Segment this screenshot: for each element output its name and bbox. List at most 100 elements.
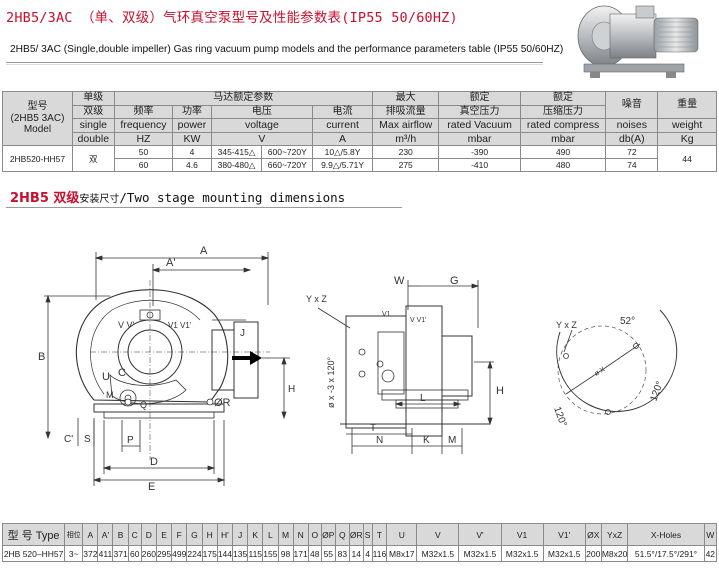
dim-m-side-label: M [448,435,456,446]
cell-a-prime: 411 [97,545,114,562]
col-b: B [112,523,129,546]
vacuum-cell: -390 [438,145,521,159]
dim-d-label: D [150,456,158,468]
cell-x: 200 [584,545,602,562]
label-m: M [106,390,114,400]
header-weight-cn: 重量 [657,91,717,119]
section-title-cn: 安装尺寸 [79,194,120,205]
label-p: P [127,435,134,446]
dim-e-label: E [148,481,155,493]
dim-a-prime-label: A' [166,257,175,269]
mounting-drawing: A A' B J [38,245,678,493]
title-divider-shadow [6,64,543,65]
label-yxz-flange: Y x Z [556,320,577,330]
dim-t-label: T [370,423,376,434]
weight-cell: 44 [657,145,717,172]
cell-o: 48 [307,545,322,562]
header-rated-2: 额定 [519,91,607,106]
unit-dba: db(A) [605,131,659,146]
front-view: A A' B J [38,245,295,493]
header-voltage: voltage [210,118,314,133]
side-view: W G Y x Z V1 V V1' ø x -3 x 120° L H T [306,275,504,454]
col-u: U [386,523,418,546]
header-current: current [312,118,373,133]
voltage-delta-cell: 345-415△ [210,145,263,159]
dims-header-row: 型 号 Type 相位 A A' B C D E F G H H' J K L … [1,523,718,546]
dim-k-label: K [423,435,430,446]
label-c: C [118,367,126,379]
col-x: ØX [584,523,602,546]
label-s: S [84,434,91,445]
dim-g-label: G [450,275,459,287]
col-s: S [362,523,373,546]
col-g: G [186,523,203,546]
cell-g: 224 [186,545,203,562]
label-angle-120-left: 120° [551,405,568,428]
title-en: 2HB5/ 3AC (Single,double impeller) Gas r… [10,44,564,55]
cell-k: 115 [247,545,264,562]
col-v: V [416,523,460,546]
header-noise-cn: 噪音 [605,91,659,119]
cell-q: 83 [334,545,350,562]
compress-cell: 480 [519,158,607,172]
cell-a: 372 [82,545,99,562]
header-power: power [172,118,212,133]
col-v-prime: V' [458,523,502,546]
col-e: E [155,523,173,546]
col-p: ØP [320,523,336,546]
col-w: W [703,523,718,546]
model-cell: 2HB520-HH57 [2,145,73,172]
perf-header-row-3: single frequency power voltage current M… [3,118,717,133]
header-motor-rated: 马达额定参数 [113,91,373,106]
header-power-cn: 功率 [172,104,212,119]
col-n: N [292,523,309,546]
noise-cell: 74 [605,158,659,172]
freq-cell: 50 [113,145,174,159]
performance-table: 型号 (2HB5 3AC) Model 单级 马达额定参数 最大 额定 额定 噪… [2,91,717,172]
perf-header-row-1: 型号 (2HB5 3AC) Model 单级 马达额定参数 最大 额定 额定 噪… [2,91,717,146]
airflow-cell: 230 [371,145,440,159]
label-angle-52: 52° [620,316,635,327]
label-q: Q [140,400,147,410]
col-q: Q [334,523,350,546]
voltage-y-cell: 660~720Y [261,158,314,172]
unit-kg: Kg [657,131,717,146]
table-row: 60 4.6 380-480△ 660~720Y 9.9△/5.71Y 275 … [3,158,717,172]
header-max-airflow: Max airflow [371,118,440,133]
label-v1-side: V1 [382,311,391,318]
header-double-stage-cn: 双级 [71,104,115,119]
unit-a: A [312,131,373,146]
unit-v: V [210,131,314,146]
header-rated-compress: rated compress [519,118,607,133]
airflow-cell: 275 [371,158,440,172]
header-frequency: frequency [113,118,174,133]
freq-cell: 60 [113,158,174,172]
cell-type: 2HB 520–HH57 [1,545,66,562]
power-cell: 4.6 [172,158,212,172]
label-r: ØR [214,397,231,409]
header-airflow-cn: 排吸流量 [371,104,440,119]
table-row: 2HB520-HH57 双 50 4 345-415△ 600~720Y 10△… [2,145,717,172]
model-header-cell: 型号 (2HB5 3AC) Model [2,91,73,146]
section-divider [6,207,402,208]
col-phase: 相位 [64,523,84,546]
current-cell: 10△/5.8Y [312,145,373,159]
label-x-dia: ø X [594,366,607,378]
vacuum-cell: -410 [438,158,521,172]
dim-l-label: L [420,393,426,404]
col-v1: V1 [500,523,544,546]
cell-b: 371 [112,545,129,562]
cell-l: 155 [262,545,279,562]
flange-detail: Y x Z 52° 120° 120° ø X [551,309,678,428]
header-frequency-cn: 频率 [113,104,174,119]
title-cn: 2HB5/3AC （单、双级）气环真空泵型号及性能参数表(IP55 50/60H… [6,10,458,26]
cell-v1: M32x1.5 [500,545,544,562]
cell-v: M32x1.5 [416,545,460,562]
unit-mbar-compress: mbar [519,131,607,146]
header-single-stage-cn: 单级 [71,91,115,106]
cell-u: M8x17 [386,545,418,562]
cell-h: 175 [201,545,218,562]
unit-hz: HZ [113,131,174,146]
col-h: H [201,523,218,546]
dim-b-label: B [38,351,45,363]
